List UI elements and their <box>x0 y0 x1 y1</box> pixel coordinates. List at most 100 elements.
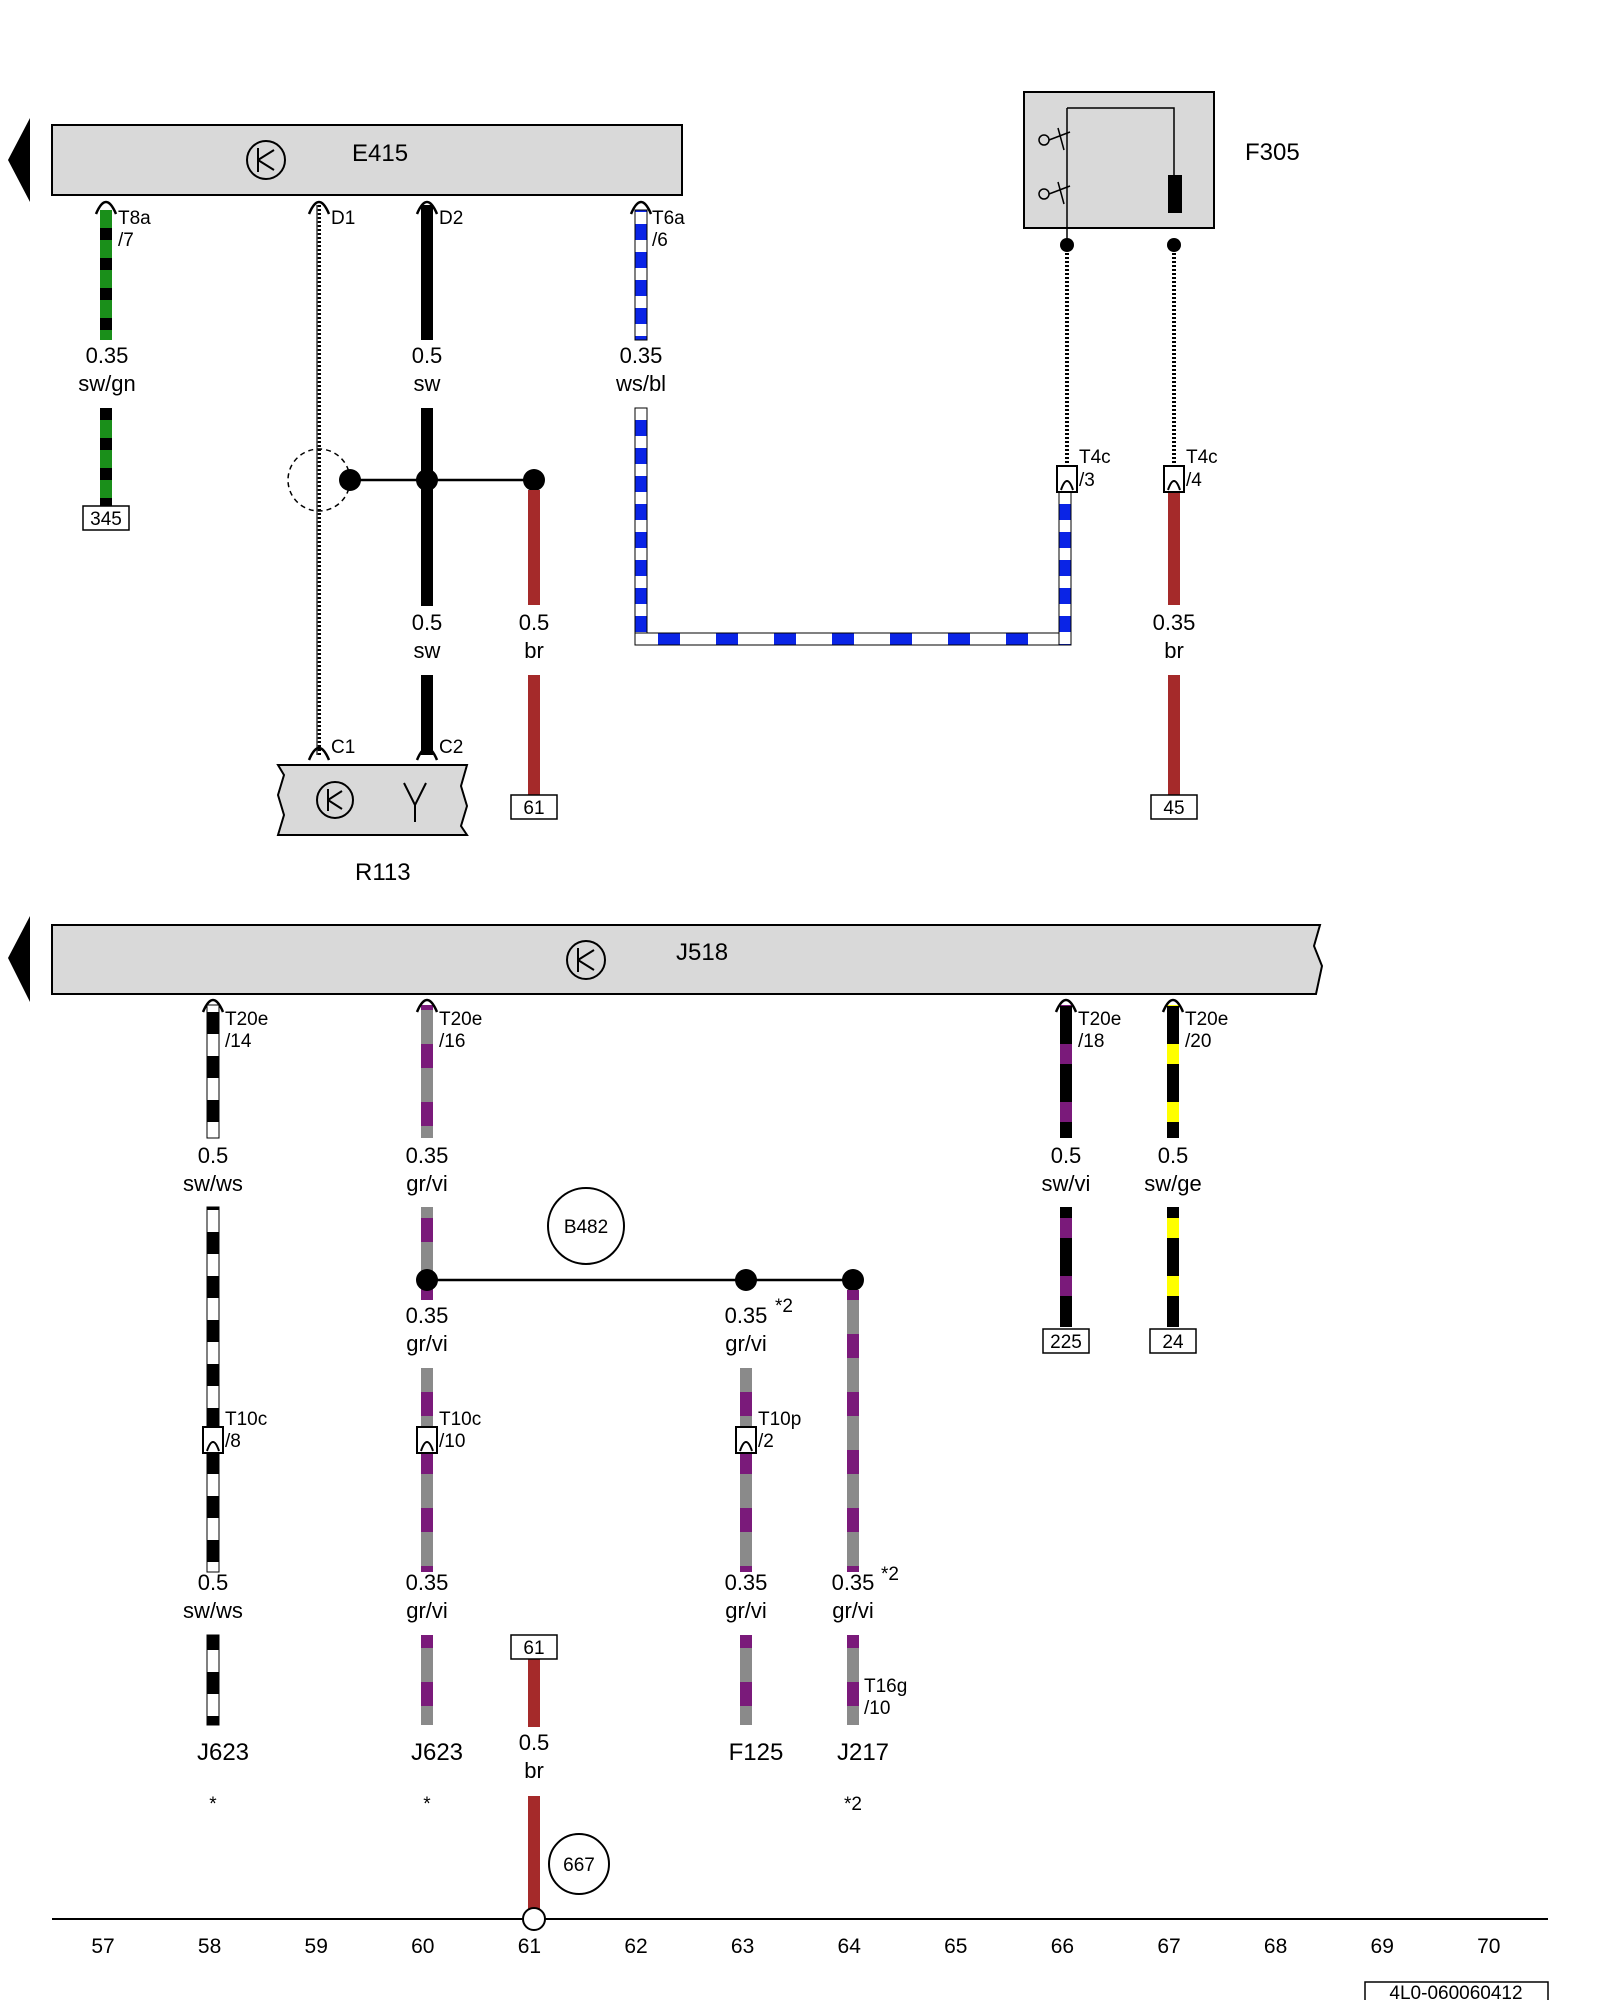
j518-unit: J518 <box>8 916 1324 1002</box>
svg-text:*2: *2 <box>881 1564 899 1585</box>
svg-text:T20e: T20e <box>1078 1009 1121 1030</box>
svg-text:sw: sw <box>414 371 441 396</box>
svg-text:/10: /10 <box>864 1698 890 1719</box>
svg-text:0.5: 0.5 <box>198 1143 229 1168</box>
svg-text:C1: C1 <box>331 737 355 758</box>
svg-text:T10c: T10c <box>225 1409 267 1430</box>
svg-text:ws/bl: ws/bl <box>615 371 666 396</box>
svg-text:*2: *2 <box>775 1296 793 1317</box>
svg-text:/4: /4 <box>1186 470 1202 491</box>
ref-box-225: 225 <box>1050 1332 1082 1353</box>
svg-text:D2: D2 <box>439 208 463 229</box>
svg-text:/16: /16 <box>439 1031 465 1052</box>
svg-text:*: * <box>423 1794 431 1815</box>
svg-text:T16g: T16g <box>864 1676 907 1697</box>
column-number: 69 <box>1371 1935 1394 1958</box>
svg-text:0.5: 0.5 <box>1051 1143 1082 1168</box>
svg-text:gr/vi: gr/vi <box>832 1598 874 1623</box>
electronic-module-icon <box>316 781 354 819</box>
svg-text:T6a: T6a <box>652 208 685 229</box>
svg-text:gr/vi: gr/vi <box>725 1598 767 1623</box>
svg-text:0.5: 0.5 <box>198 1570 229 1595</box>
svg-text:/8: /8 <box>225 1431 241 1452</box>
f305-switch: F305 <box>1023 91 1300 240</box>
svg-text:gr/vi: gr/vi <box>725 1331 767 1356</box>
component-label-e415: E415 <box>352 140 408 167</box>
svg-text:0.35: 0.35 <box>725 1570 768 1595</box>
svg-text:0.5: 0.5 <box>519 610 550 635</box>
switch-contact-icon <box>1038 127 1071 205</box>
circle-label-b482: B482 <box>564 1217 608 1238</box>
document-id: 4L0-060060412 <box>1389 1983 1522 2000</box>
component-labels-bottom: J623 J623 F125 J217 <box>197 1739 889 1766</box>
svg-text:/6: /6 <box>652 230 668 251</box>
ref-box-61-top: 61 <box>523 798 544 819</box>
svg-text:0.35: 0.35 <box>86 343 129 368</box>
svg-text:0.5: 0.5 <box>412 343 443 368</box>
svg-text:0.35: 0.35 <box>620 343 663 368</box>
svg-text:T20e: T20e <box>225 1009 268 1030</box>
svg-text:sw/gn: sw/gn <box>78 371 135 396</box>
component-label-j623-b: J623 <box>411 1739 463 1766</box>
reference-boxes: 345 61 45 225 24 61 <box>82 505 1198 1660</box>
column-number: 67 <box>1157 1935 1180 1958</box>
svg-text:0.35: 0.35 <box>725 1303 768 1328</box>
pin-labels: T8a /7 D1 D2 T6a /6 C1 C2 T4c /3 T4c /4 … <box>118 208 1228 1719</box>
svg-text:*2: *2 <box>844 1794 862 1815</box>
document-id-box <box>1364 1981 1549 2000</box>
ground-node <box>522 1907 546 1931</box>
svg-text:T8a: T8a <box>118 208 151 229</box>
svg-text:0.5: 0.5 <box>412 610 443 635</box>
column-number: 57 <box>91 1935 114 1958</box>
column-number: 59 <box>305 1935 328 1958</box>
svg-text:T20e: T20e <box>439 1009 482 1030</box>
r113-unit: R113 <box>276 764 469 886</box>
antenna-icon <box>403 782 427 822</box>
switch-element-icon <box>1168 175 1182 213</box>
svg-text:0.35: 0.35 <box>406 1570 449 1595</box>
svg-text:br: br <box>1164 638 1184 663</box>
pin-markers-bottom <box>201 998 1185 1013</box>
connector-t4c-3 <box>1056 465 1078 493</box>
component-label-f125: F125 <box>729 1739 784 1766</box>
pin-markers-top <box>94 200 653 761</box>
ref-box-24: 24 <box>1162 1332 1184 1353</box>
connector-t10c-8 <box>202 1426 224 1454</box>
svg-text:sw/ws: sw/ws <box>183 1171 243 1196</box>
svg-text:*: * <box>209 1794 217 1815</box>
column-number: 68 <box>1264 1935 1287 1958</box>
component-label-j518: J518 <box>676 939 728 966</box>
svg-text:0.5: 0.5 <box>519 1730 550 1755</box>
electronic-module-icon <box>246 140 286 180</box>
column-number: 62 <box>624 1935 647 1958</box>
component-label-r113: R113 <box>355 859 411 886</box>
e415-unit: E415 <box>8 118 683 202</box>
column-number: 70 <box>1477 1935 1500 1958</box>
svg-text:br: br <box>524 638 544 663</box>
component-label-j217: J217 <box>837 1739 889 1766</box>
column-number: 63 <box>731 1935 754 1958</box>
svg-text:/3: /3 <box>1079 470 1095 491</box>
twisted-pair-marker <box>287 448 351 512</box>
circle-markers: B482 667 <box>547 1187 625 1895</box>
svg-text:0.35: 0.35 <box>832 1570 875 1595</box>
svg-text:T4c: T4c <box>1186 447 1218 468</box>
svg-text:sw/ws: sw/ws <box>183 1598 243 1623</box>
svg-text:T4c: T4c <box>1079 447 1111 468</box>
ref-box-61-bottom: 61 <box>523 1638 544 1659</box>
column-number: 66 <box>1051 1935 1074 1958</box>
svg-text:/18: /18 <box>1078 1031 1104 1052</box>
electronic-module-icon <box>566 940 606 980</box>
column-number: 64 <box>838 1935 862 1958</box>
svg-text:/14: /14 <box>225 1031 252 1052</box>
column-number: 60 <box>411 1935 434 1958</box>
svg-text:/10: /10 <box>439 1431 465 1452</box>
connector-t10c-10 <box>416 1426 438 1454</box>
svg-text:/2: /2 <box>758 1431 774 1452</box>
svg-text:T10c: T10c <box>439 1409 481 1430</box>
svg-text:/7: /7 <box>118 230 134 251</box>
svg-text:gr/vi: gr/vi <box>406 1171 448 1196</box>
ref-box-45: 45 <box>1163 798 1184 819</box>
